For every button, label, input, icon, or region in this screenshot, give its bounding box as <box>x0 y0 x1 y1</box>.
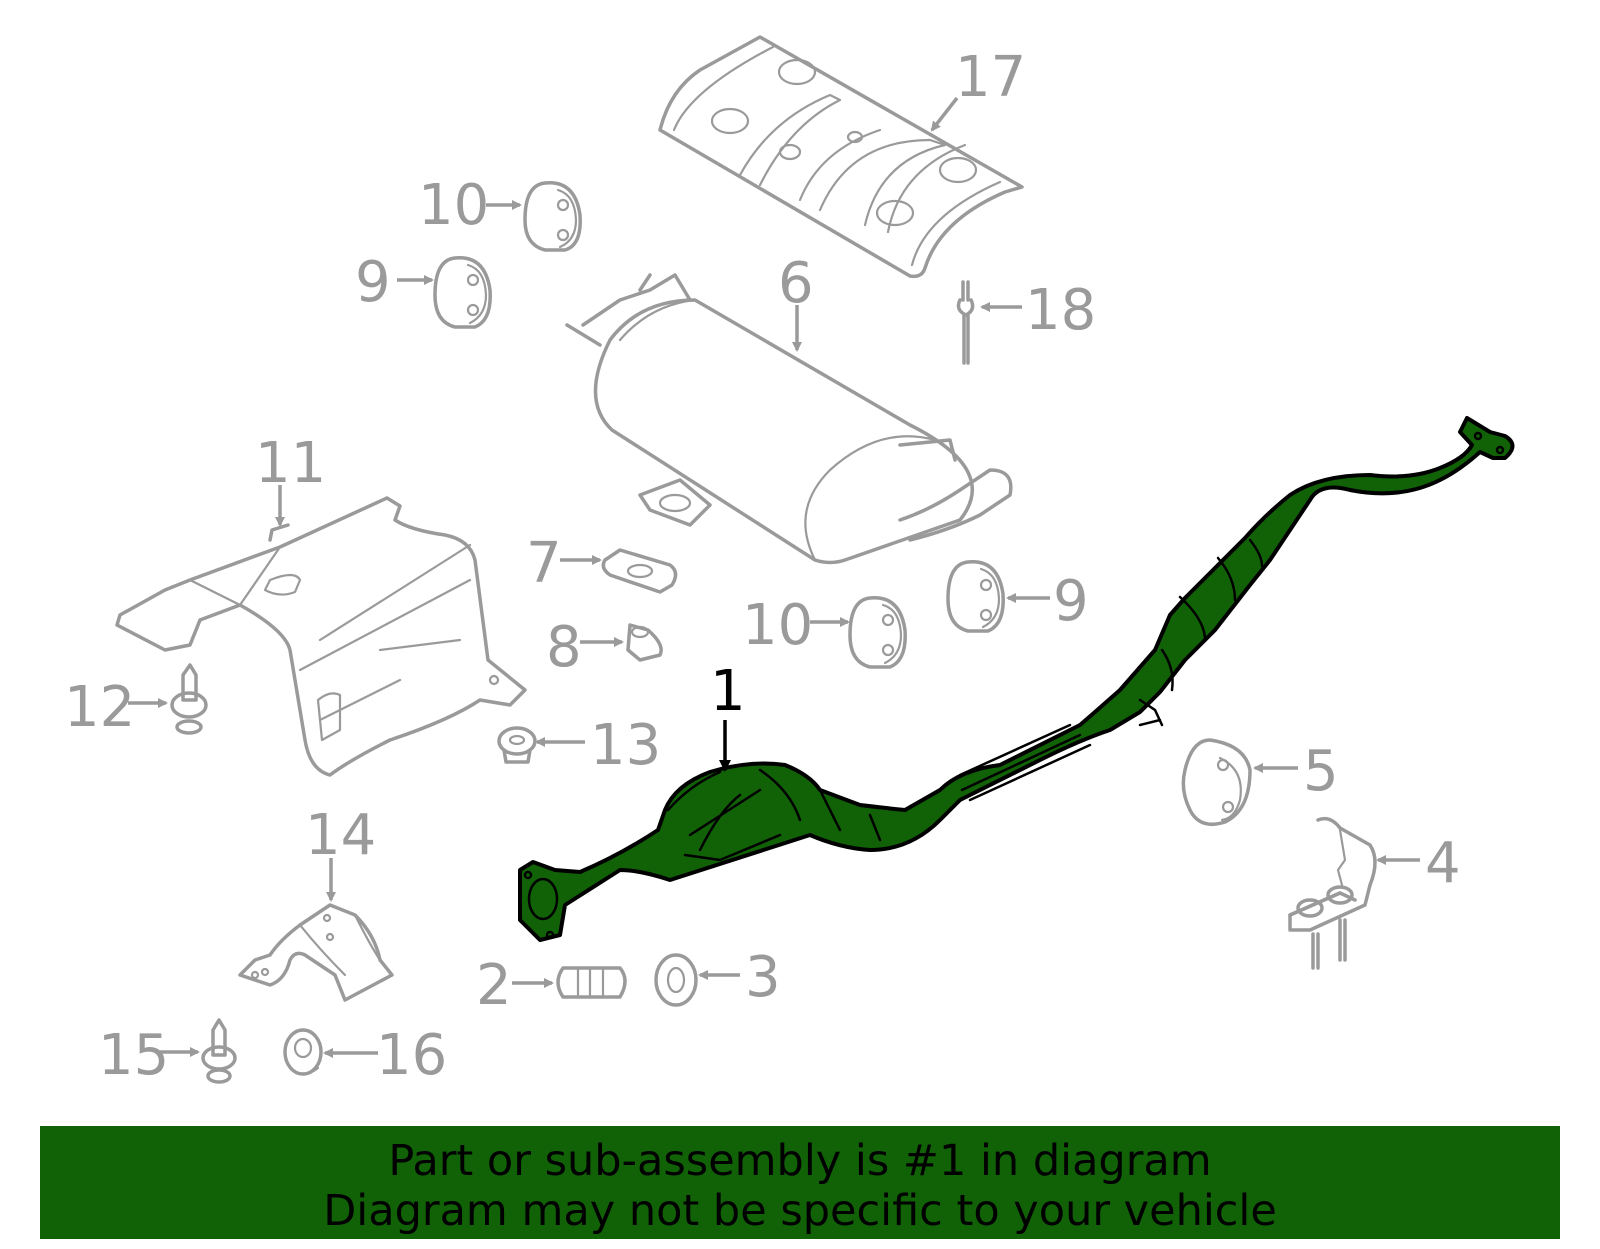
callout-16[interactable]: 16 <box>376 1023 448 1088</box>
callout-10-top[interactable]: 10 <box>418 173 490 238</box>
callout-2[interactable]: 2 <box>476 953 512 1018</box>
banner-line-part: Part or sub-assembly is #1 in diagram <box>388 1136 1212 1186</box>
callout-3[interactable]: 3 <box>745 945 781 1010</box>
callout-7[interactable]: 7 <box>526 531 562 596</box>
part-12-clip <box>170 663 208 735</box>
part-3-grommet <box>654 953 698 1007</box>
callout-4[interactable]: 4 <box>1425 831 1461 896</box>
part-15-clip <box>201 1018 237 1084</box>
part-11-under-cover <box>115 496 527 777</box>
callout-6[interactable]: 6 <box>778 251 814 316</box>
callout-17[interactable]: 17 <box>955 45 1027 110</box>
part-7-gasket <box>601 548 678 594</box>
callout-9-right[interactable]: 9 <box>1053 569 1089 634</box>
callout-10-mid[interactable]: 10 <box>742 593 814 658</box>
part-2-pipe <box>556 966 627 999</box>
callout-1[interactable]: 1 <box>710 659 746 724</box>
banner-line-disclaimer: Diagram may not be specific to your vehi… <box>323 1186 1277 1236</box>
callout-11[interactable]: 11 <box>255 431 327 496</box>
callout-12[interactable]: 12 <box>64 675 136 740</box>
part-6-muffler <box>565 273 1013 565</box>
callout-5[interactable]: 5 <box>1303 739 1339 804</box>
part-10-hanger-top <box>523 181 582 252</box>
part-16-grommet <box>283 1028 323 1076</box>
info-banner: Part or sub-assembly is #1 in diagram Di… <box>40 1126 1560 1239</box>
part-9-hanger-top <box>433 256 492 329</box>
callout-14[interactable]: 14 <box>305 803 377 868</box>
part-8-nut <box>626 623 663 662</box>
part-13-nut <box>497 726 537 764</box>
part-14-bracket <box>238 903 394 1002</box>
part-1-exhaust-pipe-assembly[interactable] <box>518 416 1515 942</box>
callout-13[interactable]: 13 <box>590 713 662 778</box>
part-10-hanger-mid <box>848 596 907 669</box>
callout-18[interactable]: 18 <box>1025 278 1097 343</box>
part-9-hanger-right <box>946 560 1005 633</box>
part-5-hanger <box>1181 738 1252 826</box>
callout-9-top[interactable]: 9 <box>355 250 391 315</box>
callout-15[interactable]: 15 <box>98 1023 170 1088</box>
part-4-bracket <box>1288 816 1377 970</box>
part-18-bolt <box>956 280 975 365</box>
part-17-heat-shield <box>658 35 1024 279</box>
callout-8[interactable]: 8 <box>546 615 582 680</box>
